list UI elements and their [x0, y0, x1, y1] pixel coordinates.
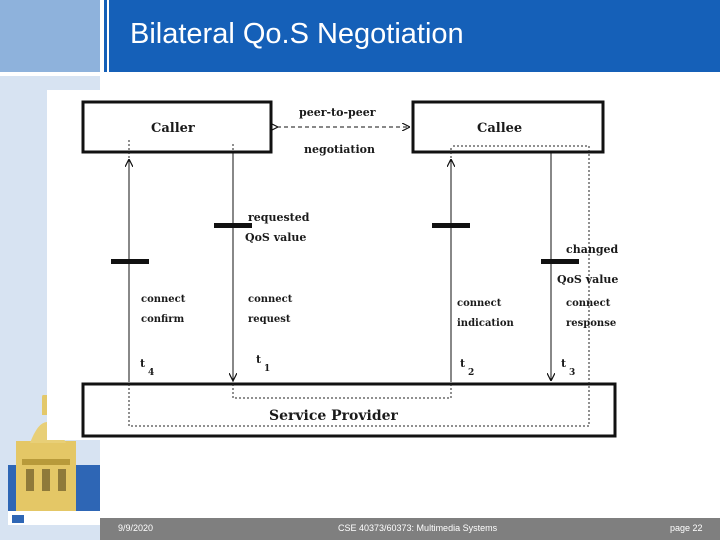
t1-label: t [256, 353, 262, 366]
decor-horizontal-bar [0, 72, 110, 76]
connect-response-label-line2: response [566, 318, 616, 329]
requested-label-line1: requested [248, 211, 310, 224]
tick-mark [541, 259, 579, 264]
decor-vertical-bar [107, 0, 109, 90]
t3-label: t [561, 357, 567, 370]
t2-subscript: 2 [468, 368, 474, 378]
slide-title: Bilateral Qo.S Negotiation [130, 18, 464, 51]
t1-subscript: 1 [264, 364, 270, 374]
footer-page: page 22 [670, 523, 703, 533]
connect-response-label-line1: connect [566, 298, 611, 309]
connect-indication-label-line2: indication [457, 318, 515, 329]
qos-negotiation-diagram: Caller Callee Service Provider peer-to-p… [47, 90, 647, 440]
requested-label-line2: QoS value [245, 231, 306, 244]
tick-mark [432, 223, 470, 228]
t4-label: t [140, 357, 146, 370]
tick-mark [214, 223, 252, 228]
footer-date: 9/9/2020 [118, 523, 153, 533]
connect-request-label-line1: connect [248, 294, 293, 305]
t2-label: t [460, 357, 466, 370]
header-left-block [0, 0, 100, 72]
connect-confirm-label-line1: connect [141, 294, 186, 305]
footer-bar: 9/9/2020 CSE 40373/60373: Multimedia Sys… [100, 518, 720, 540]
footer-course: CSE 40373/60373: Multimedia Systems [338, 523, 497, 533]
dotted-path-inner [233, 144, 451, 398]
changed-label-line2: QoS value [557, 273, 618, 286]
caller-label: Caller [151, 121, 195, 136]
connect-request-label-line2: request [248, 314, 291, 325]
p2p-label-line1: peer-to-peer [299, 106, 376, 119]
callee-label: Callee [477, 121, 522, 136]
service-provider-label: Service Provider [269, 408, 399, 424]
connect-indication-label-line1: connect [457, 298, 502, 309]
decor-vertical-bar [100, 0, 104, 90]
t4-subscript: 4 [148, 368, 154, 378]
p2p-label-line2: negotiation [304, 143, 375, 156]
connect-confirm-label-line2: confirm [141, 314, 185, 325]
tick-mark [111, 259, 149, 264]
t3-subscript: 3 [569, 368, 575, 378]
changed-label-line1: changed [566, 243, 619, 256]
